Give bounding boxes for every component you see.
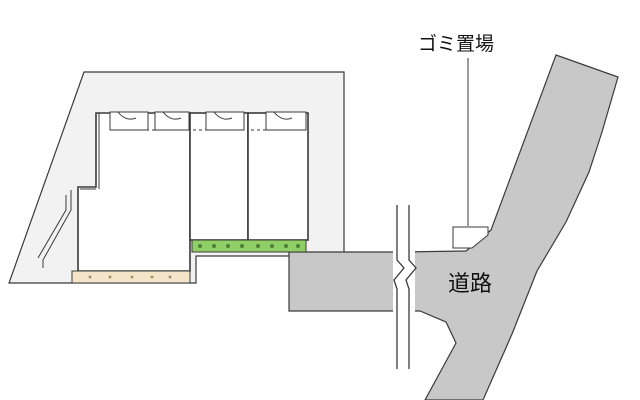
building-unit-2	[189, 112, 249, 241]
top-balconies	[109, 111, 307, 131]
road-break	[393, 205, 417, 369]
garbage-area-label: ゴミ置場	[418, 33, 495, 55]
left-fence-inner	[37, 195, 67, 259]
road-label: 道路	[448, 272, 493, 297]
building-unit-3	[247, 112, 309, 241]
planting-strip	[191, 239, 307, 253]
left-fence	[42, 190, 72, 268]
garbage-area	[452, 226, 489, 249]
